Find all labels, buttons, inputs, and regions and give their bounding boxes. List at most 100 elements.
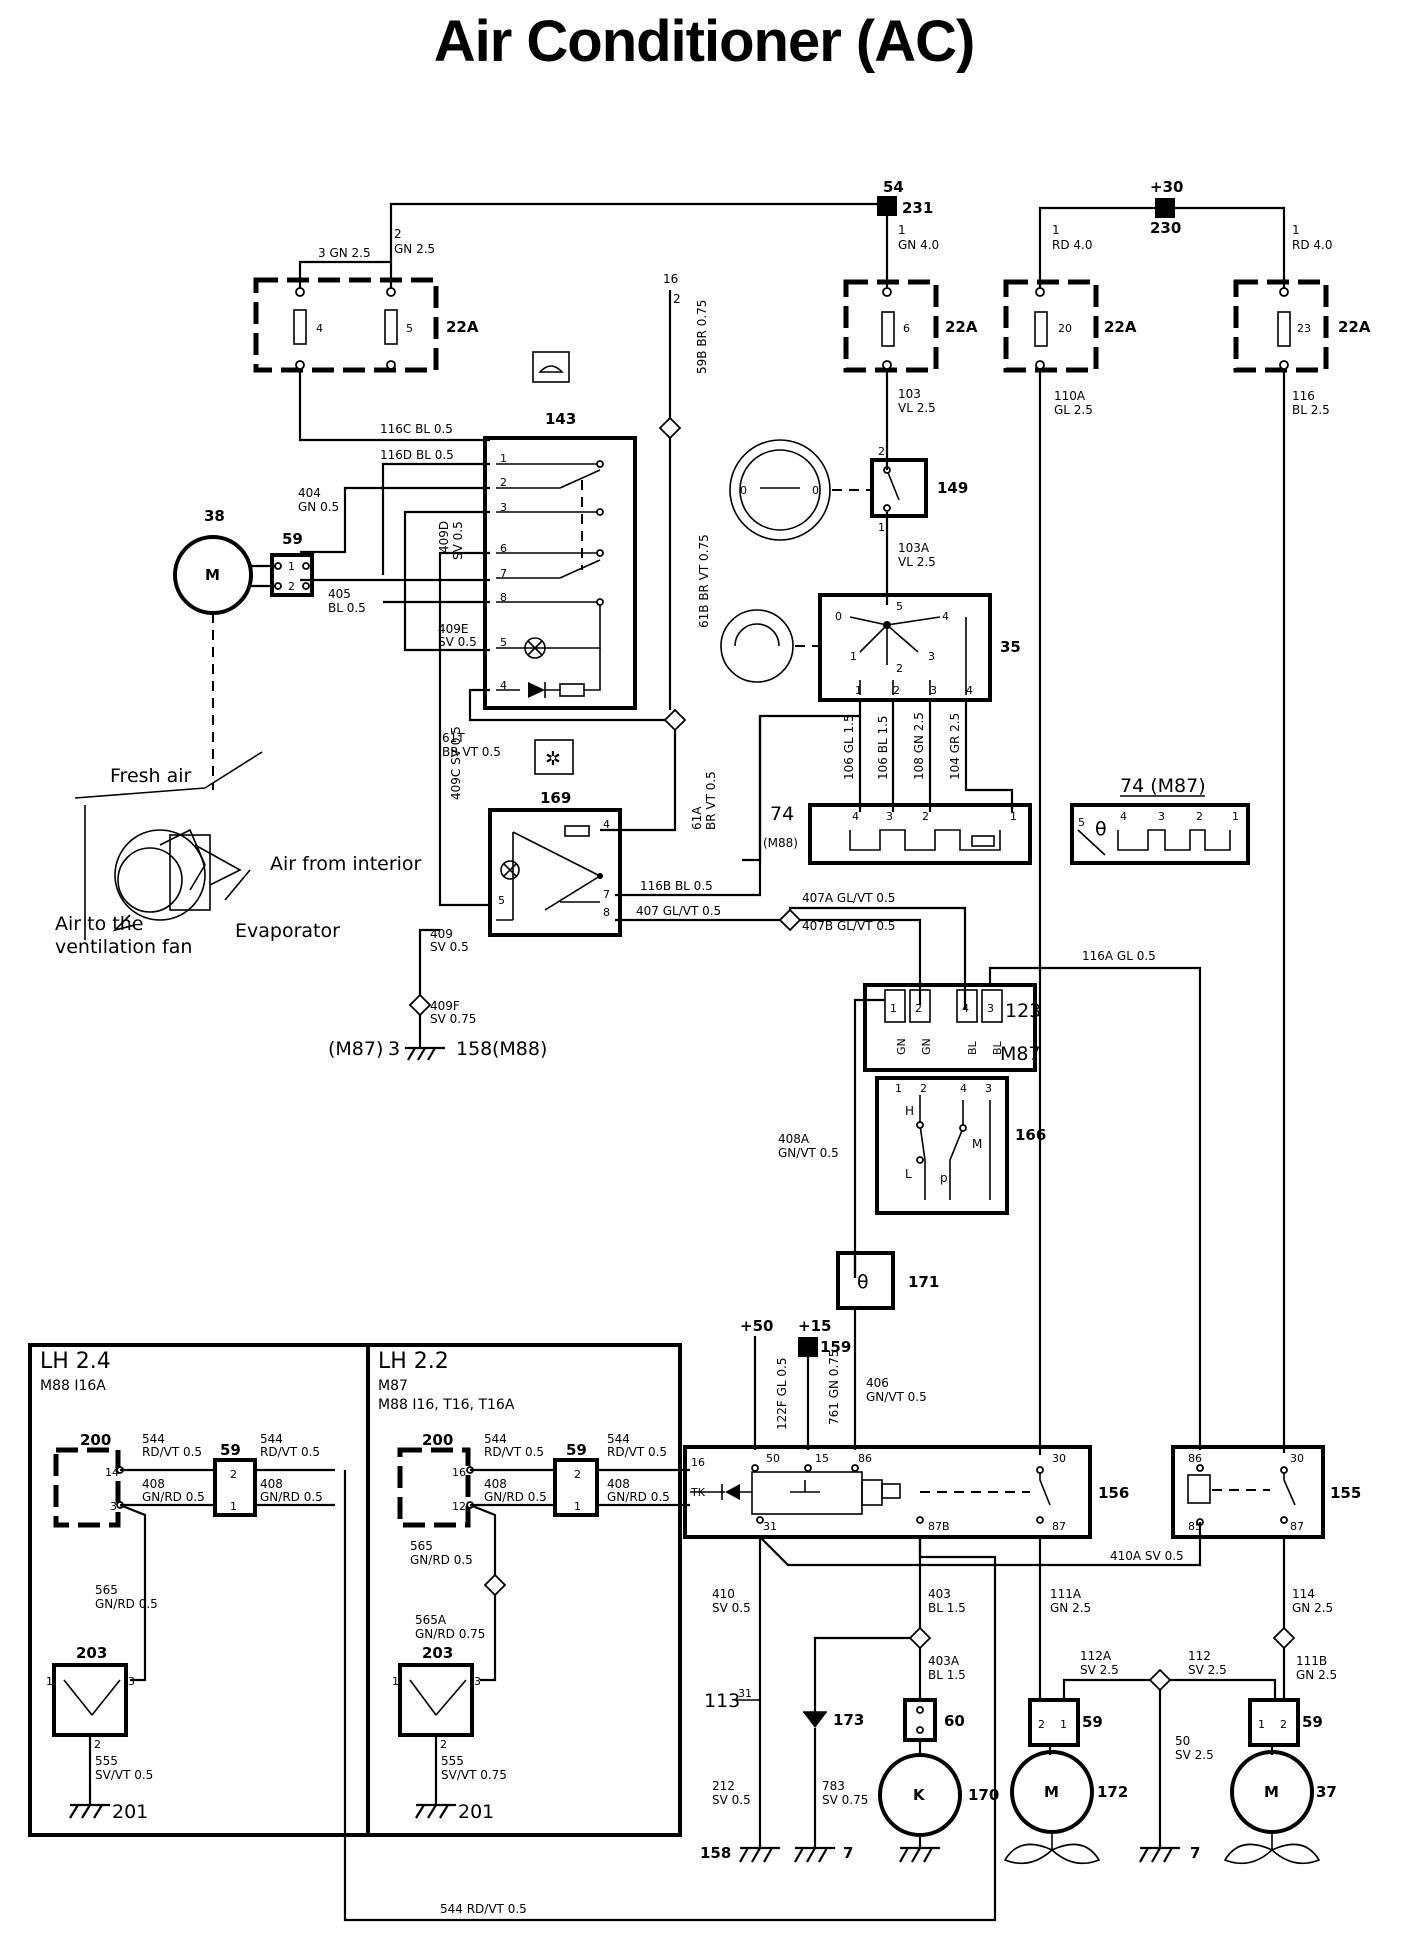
svg-text:2: 2	[922, 810, 929, 823]
svg-text:61A: 61A	[690, 806, 704, 830]
temperature-dial-icon: 0 0	[729, 439, 831, 541]
svg-text:3: 3	[928, 650, 935, 663]
svg-text:159: 159	[820, 1338, 851, 1356]
svg-text:K: K	[913, 1786, 926, 1804]
svg-text:4: 4	[852, 810, 859, 823]
svg-text:2: 2	[94, 1738, 101, 1751]
svg-text:201: 201	[458, 1801, 494, 1823]
svg-text:2: 2	[1038, 1718, 1045, 1731]
svg-text:409E: 409E	[438, 622, 469, 636]
svg-text:1: 1	[1052, 223, 1060, 237]
component-label: 22A	[446, 318, 479, 336]
svg-text:544: 544	[607, 1432, 630, 1446]
svg-text:SV/VT 0.75: SV/VT 0.75	[441, 1768, 507, 1782]
svg-text:SV 0.75: SV 0.75	[822, 1793, 868, 1807]
svg-text:2: 2	[878, 445, 885, 458]
svg-text:2: 2	[288, 580, 295, 593]
svg-text:409: 409	[430, 927, 453, 941]
svg-text:RD/VT 0.5: RD/VT 0.5	[607, 1445, 667, 1459]
svg-text:565: 565	[95, 1583, 118, 1597]
svg-text:2: 2	[394, 227, 402, 241]
svg-text:SV 0.5: SV 0.5	[438, 635, 477, 649]
svg-text:123: 123	[1005, 1000, 1041, 1022]
svg-text:p: p	[940, 1171, 948, 1185]
svg-text:155: 155	[1330, 1484, 1361, 1502]
svg-text:31: 31	[763, 1520, 777, 1533]
svg-text:L: L	[905, 1167, 912, 1181]
svg-text:SV 0.5: SV 0.5	[451, 521, 465, 560]
evaporator-airflow-illustration: Fresh air Air from interior Air to the v…	[55, 751, 422, 958]
svg-text:59: 59	[220, 1441, 241, 1459]
svg-text:1: 1	[1258, 1718, 1265, 1731]
resistor-pack-74-m88: 74 (M88) 4 3 2 1	[763, 803, 1032, 865]
svg-text:SV 0.5: SV 0.5	[430, 940, 469, 954]
svg-text:GN/RD 0.5: GN/RD 0.5	[142, 1490, 205, 1504]
svg-text:M: M	[972, 1137, 982, 1151]
svg-text:116D BL 0.5: 116D BL 0.5	[380, 448, 454, 462]
fuse-box-22a-23: 23 22A	[1233, 279, 1371, 373]
svg-text:M87: M87	[1000, 1043, 1041, 1065]
svg-text:108 GN 2.5: 108 GN 2.5	[912, 712, 926, 780]
svg-text:3: 3	[930, 684, 937, 697]
svg-text:LH 2.4: LH 2.4	[40, 1349, 111, 1374]
pressure-switch-166: 166 1 2 4 3 H L M p	[875, 1076, 1046, 1215]
svg-text:1: 1	[288, 560, 295, 573]
relay-155: 155 86 85 30 87	[1171, 1445, 1361, 1539]
svg-text:50: 50	[766, 1452, 780, 1465]
thermo-switch-171: θ 171	[836, 1251, 939, 1310]
svg-text:59: 59	[1082, 1713, 1103, 1731]
svg-text:408: 408	[142, 1477, 165, 1491]
svg-text:4: 4	[966, 684, 973, 697]
svg-text:GN/VT 0.5: GN/VT 0.5	[866, 1390, 927, 1404]
svg-text:RD/VT 0.5: RD/VT 0.5	[260, 1445, 320, 1459]
svg-text:GN/VT 0.5: GN/VT 0.5	[778, 1146, 839, 1160]
svg-text:0: 0	[740, 484, 747, 497]
svg-text:2: 2	[574, 1468, 581, 1481]
svg-text:170: 170	[968, 1786, 999, 1804]
svg-text:0: 0	[835, 610, 842, 623]
svg-text:θ: θ	[857, 1271, 869, 1293]
svg-text:106 GL 1.5: 106 GL 1.5	[842, 714, 856, 780]
svg-text:1: 1	[500, 452, 507, 465]
svg-text:M: M	[1264, 1783, 1279, 1801]
svg-text:1: 1	[1010, 810, 1017, 823]
svg-text:407 GL/VT 0.5: 407 GL/VT 0.5	[636, 904, 721, 918]
svg-text:544 RD/VT 0.5: 544 RD/VT 0.5	[440, 1902, 527, 1916]
svg-text:111A: 111A	[1050, 1587, 1082, 1601]
svg-text:403A: 403A	[928, 1654, 960, 1668]
svg-text:GN: GN	[920, 1038, 933, 1055]
svg-text:3: 3	[388, 1038, 400, 1060]
svg-text:158: 158	[700, 1844, 731, 1862]
svg-text:M: M	[1044, 1783, 1059, 1801]
svg-text:1: 1	[392, 1675, 399, 1688]
svg-text:112: 112	[1188, 1649, 1211, 1663]
svg-text:169: 169	[540, 789, 571, 807]
svg-text:409C SV 0.5: 409C SV 0.5	[449, 726, 463, 800]
svg-text:410: 410	[712, 1587, 735, 1601]
svg-text:158: 158	[456, 1038, 492, 1060]
svg-text:201: 201	[112, 1801, 148, 1823]
symbol-143-icon	[532, 351, 570, 383]
snowflake-icon: ✲	[534, 739, 574, 775]
svg-text:203: 203	[422, 1644, 453, 1662]
svg-text:61B BR VT 0.75: 61B BR VT 0.75	[697, 534, 711, 628]
svg-text:403: 403	[928, 1587, 951, 1601]
connector-123: 1 2 4 3 123 GN GN BL BL M87	[863, 983, 1041, 1072]
svg-text:22A: 22A	[1338, 318, 1371, 336]
connector-59-blower: 59 1 2	[270, 530, 314, 597]
lh24-block: LH 2.4 M88 I16A 200 14 3 544 RD/VT 0.5 4…	[28, 1343, 370, 1837]
svg-text:BL 2.5: BL 2.5	[1292, 403, 1330, 417]
svg-text:761 GN 0.75: 761 GN 0.75	[827, 1349, 841, 1425]
svg-text:1: 1	[895, 1082, 902, 1095]
svg-text:410A SV 0.5: 410A SV 0.5	[1110, 1549, 1184, 1563]
svg-text:86: 86	[1188, 1452, 1202, 1465]
svg-text:166: 166	[1015, 1126, 1046, 1144]
svg-text:7: 7	[843, 1844, 853, 1862]
svg-text:Air from interior: Air from interior	[270, 853, 422, 875]
svg-text:116C BL 0.5: 116C BL 0.5	[380, 422, 453, 436]
svg-text:H: H	[905, 1104, 914, 1118]
svg-text:1: 1	[574, 1500, 581, 1513]
switch-143: 143 1 2 3 6 7 8 5 4	[483, 410, 637, 710]
svg-text:59: 59	[1302, 1713, 1323, 1731]
svg-text:5: 5	[498, 894, 505, 907]
